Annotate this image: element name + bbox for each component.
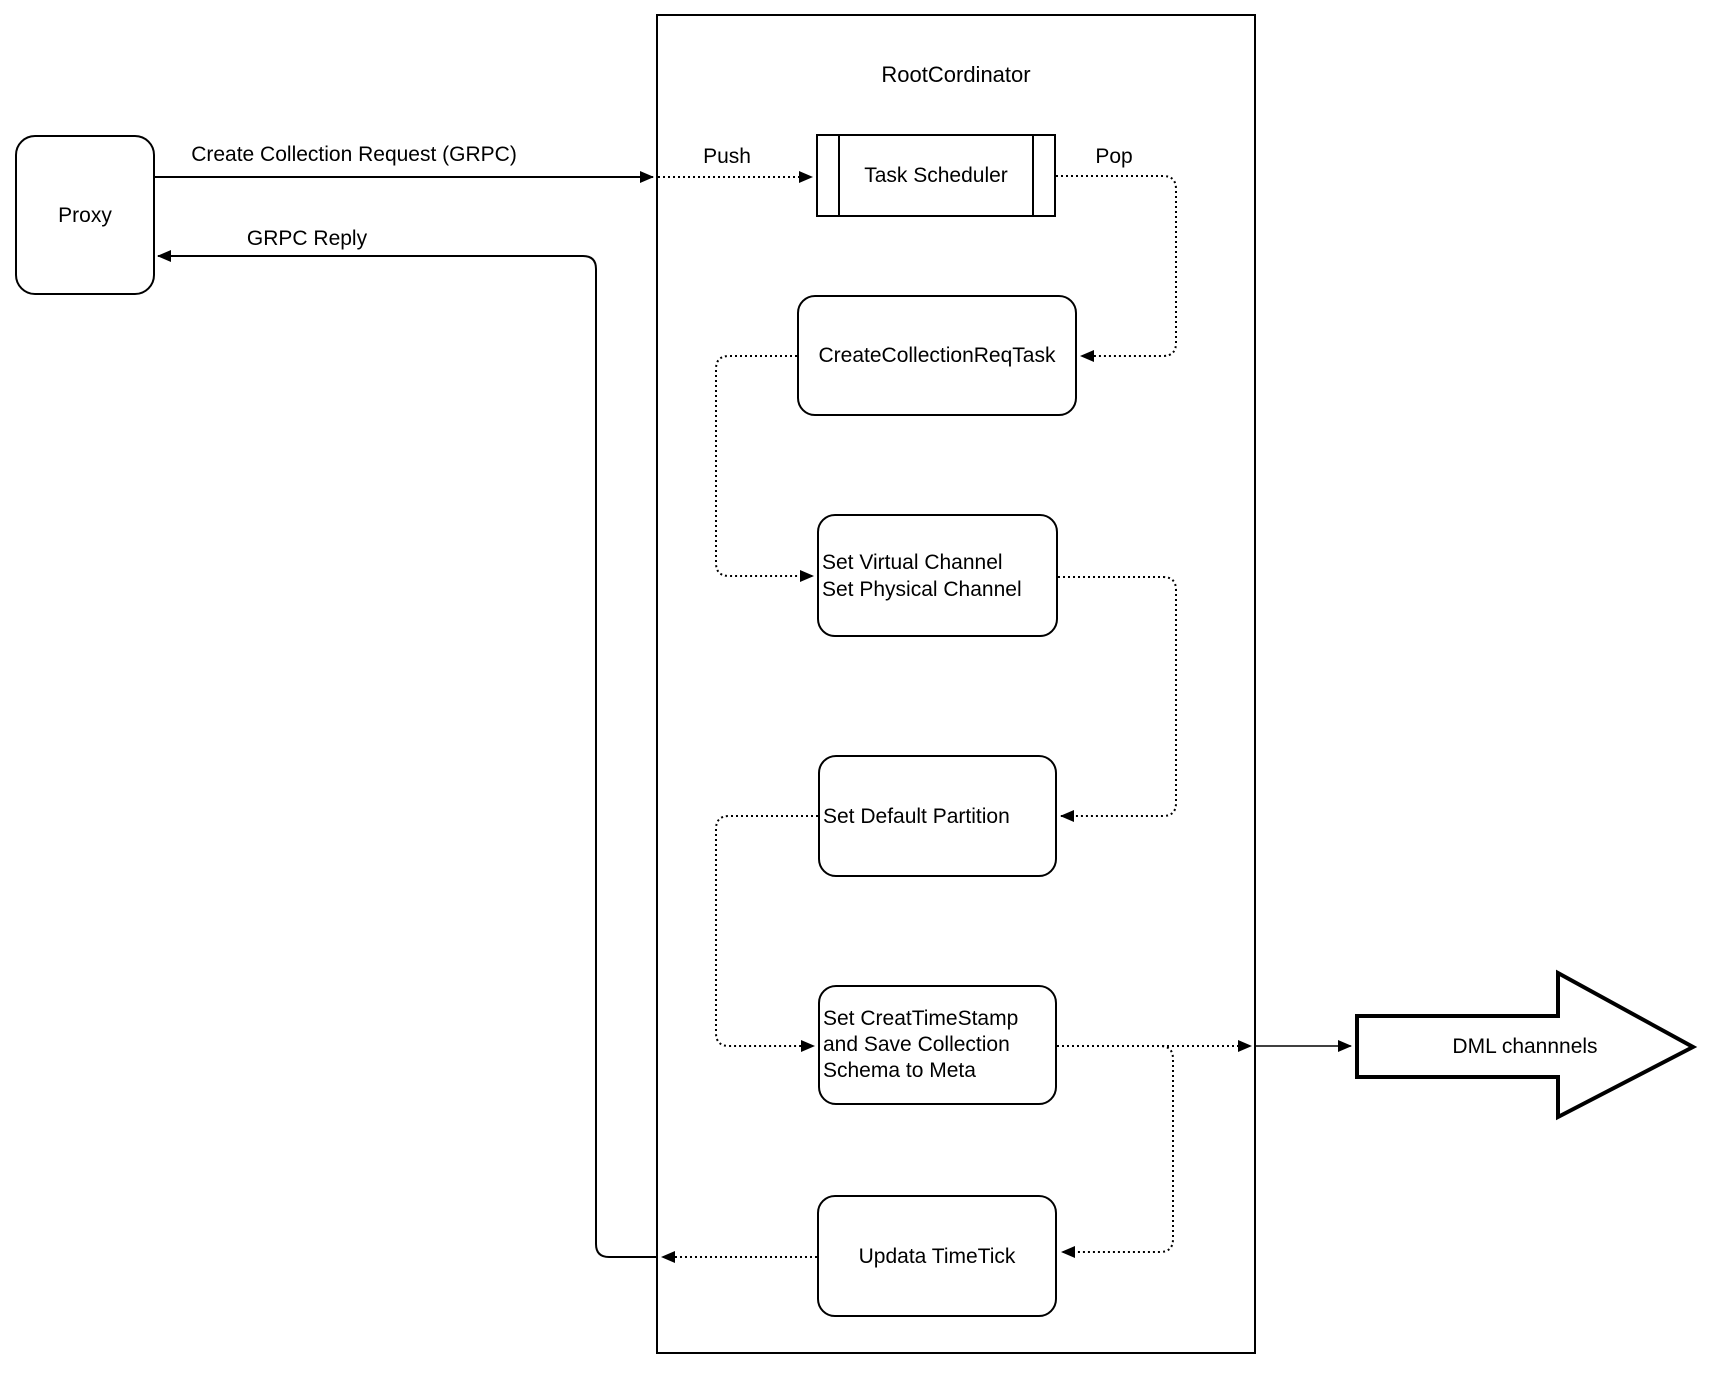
label-pop: Pop <box>1095 145 1133 168</box>
edge-reqtask-to-setchannels <box>715 355 814 582</box>
edge-setchannels-to-defaultpartition <box>1058 576 1177 822</box>
set-create-timestamp-label: Set CreatTimeStamp and Save Collection S… <box>823 1007 1019 1082</box>
set-channels-node: Set Virtual Channel Set Physical Channel <box>817 514 1058 637</box>
dml-channels-label: DML channnels <box>1452 1035 1598 1058</box>
proxy-label: Proxy <box>58 203 112 227</box>
task-scheduler-right-bar <box>1032 136 1034 215</box>
label-grpc-reply: GRPC Reply <box>246 227 368 250</box>
edge-timestamp-to-timetick <box>1057 1045 1174 1258</box>
set-default-partition-label: Set Default Partition <box>823 804 1010 828</box>
set-default-partition-node: Set Default Partition <box>818 755 1057 877</box>
create-collection-req-task-label: CreateCollectionReqTask <box>818 344 1056 367</box>
root-coordinator-title: RootCordinator <box>881 62 1031 87</box>
proxy-node: Proxy <box>15 135 155 295</box>
label-create-collection-request: Create Collection Request (GRPC) <box>191 143 517 166</box>
edge-grpc-reply <box>157 250 656 1258</box>
update-timetick-node: Updata TimeTick <box>817 1195 1057 1317</box>
root-coordinator-container <box>656 14 1256 1354</box>
update-timetick-label: Updata TimeTick <box>858 1244 1016 1268</box>
edge-defaultpartition-to-timestamp <box>715 815 818 1052</box>
label-push: Push <box>703 145 751 168</box>
task-scheduler-label: Task Scheduler <box>864 163 1008 187</box>
dml-channels-arrow <box>1355 969 1698 1121</box>
create-collection-req-task-node: CreateCollectionReqTask <box>797 295 1077 416</box>
set-channels-label: Set Virtual Channel Set Physical Channel <box>822 550 1022 601</box>
set-create-timestamp-node: Set CreatTimeStamp and Save Collection S… <box>818 985 1057 1105</box>
task-scheduler-node: Task Scheduler <box>816 134 1056 217</box>
task-scheduler-left-bar <box>838 136 840 215</box>
